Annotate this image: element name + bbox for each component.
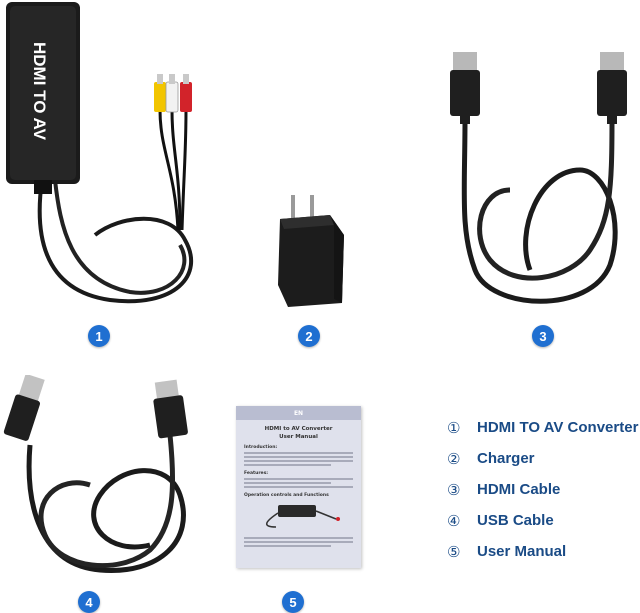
converter-label: HDMI TO AV [30,42,49,141]
legend-item-5: ⑤ User Manual [447,536,638,567]
badge-2: 2 [298,325,320,347]
manual-title: HDMI to AV Converter [264,426,333,432]
usb-cable [3,375,188,573]
badge-4: 4 [78,591,100,613]
legend-item-2: ② Charger [447,443,638,474]
manual-section-operation: Operation controls and Functions [244,493,329,498]
manual-section-intro: Introduction: [244,445,278,450]
legend-item-1: ① HDMI TO AV Converter [447,412,638,443]
charger [278,195,344,307]
package-contents-legend: ① HDMI TO AV Converter ② Charger ③ HDMI … [447,412,638,567]
legend-label: USB Cable [477,512,554,529]
legend-item-4: ④ USB Cable [447,505,638,536]
legend-label: User Manual [477,543,567,560]
legend-number: ④ [447,512,461,530]
legend-label: HDMI Cable [477,481,561,498]
badge-1: 1 [88,325,110,347]
legend-number: ③ [447,481,461,499]
badge-5: 5 [282,591,304,613]
legend-label: HDMI TO AV Converter [477,419,639,436]
user-manual: EN HDMI to AV Converter User Manual Intr… [236,406,361,568]
hdmi-cable [450,52,627,304]
manual-subtitle: User Manual [279,434,318,440]
manual-language: EN [236,406,361,420]
hdmi-to-av-converter: HDMI TO AV [6,2,194,304]
legend-number: ② [447,450,461,468]
manual-diagram [266,505,340,528]
legend-number: ① [447,419,461,437]
manual-section-features: Features: [244,471,269,476]
legend-item-3: ③ HDMI Cable [447,474,638,505]
badge-3: 3 [532,325,554,347]
legend-number: ⑤ [447,543,461,561]
legend-label: Charger [477,450,535,467]
